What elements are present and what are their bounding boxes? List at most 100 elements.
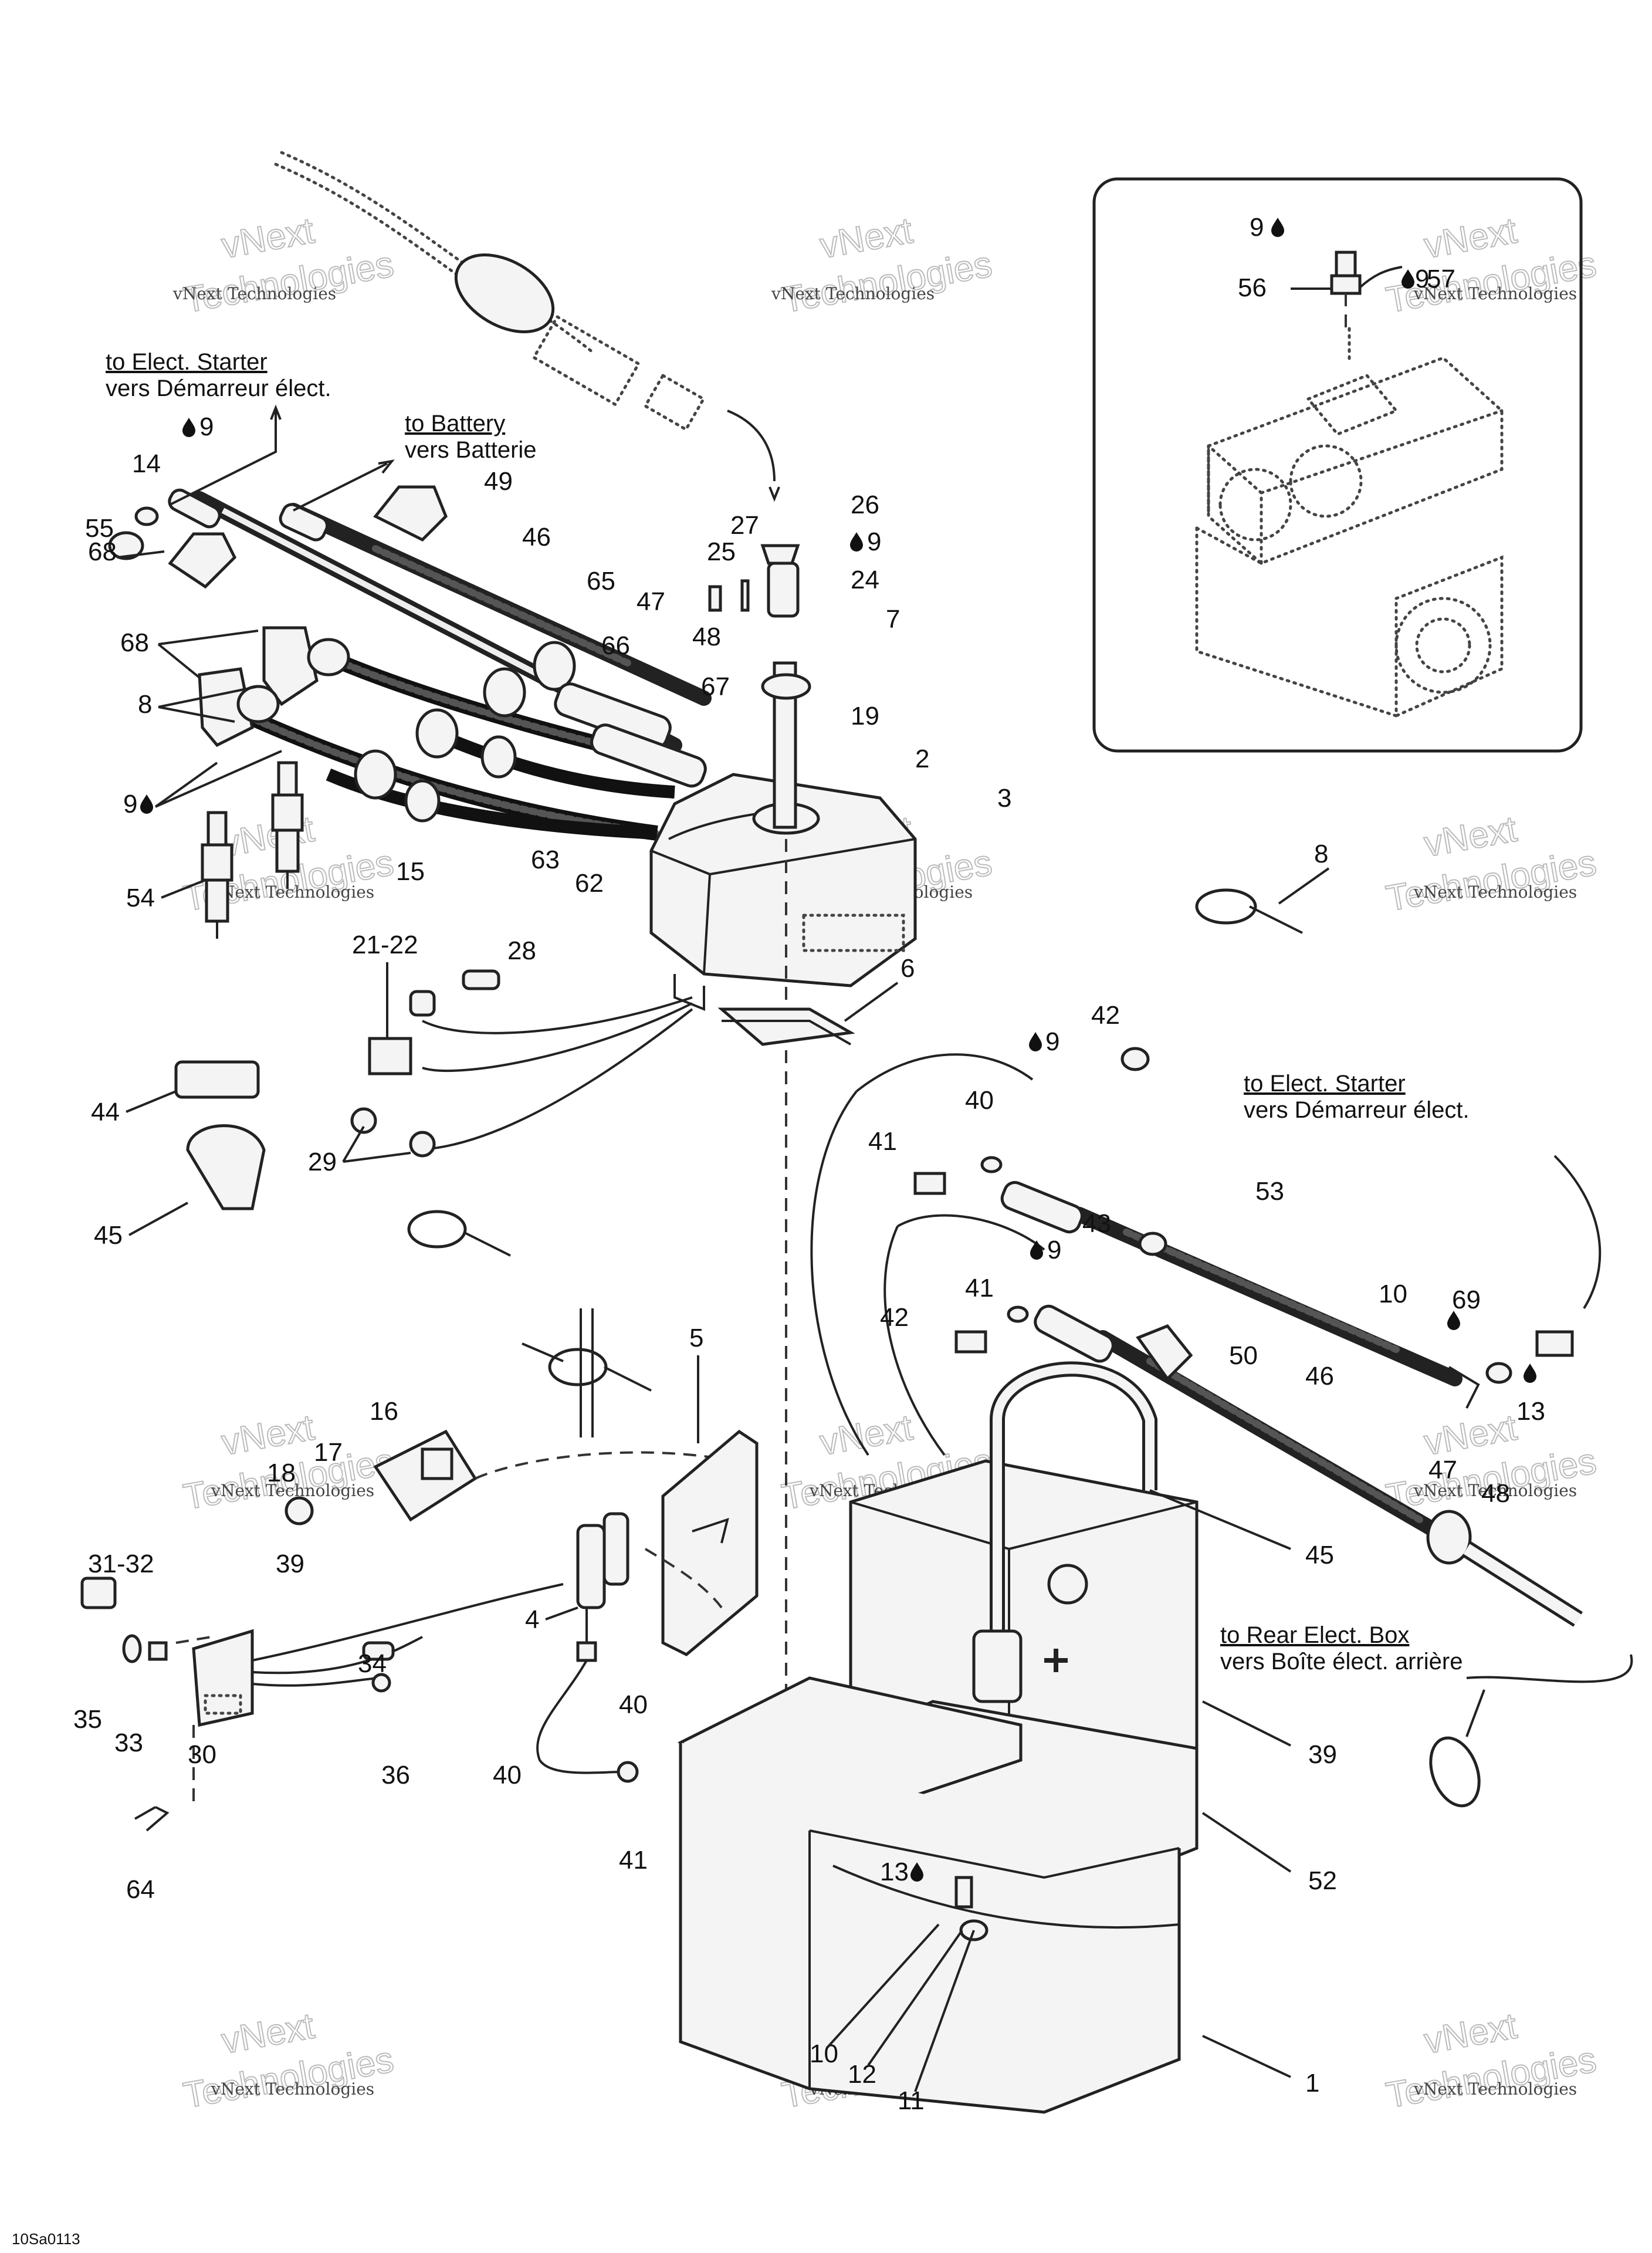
callout-56: 62 xyxy=(575,869,604,898)
watermark-big-1: vNext xyxy=(817,211,916,266)
callout-50: 52 xyxy=(1308,1866,1337,1895)
battery-cable-46 xyxy=(279,503,712,706)
callout-9: 9 xyxy=(123,790,137,818)
note-text: vers Démarreur élect. xyxy=(106,376,331,401)
bolt xyxy=(1535,1330,1574,1357)
ignition-leads xyxy=(198,626,707,841)
clamp xyxy=(174,1060,260,1099)
callout-15: 15 xyxy=(396,857,425,886)
callout-49: 49 xyxy=(484,467,513,496)
watermark-big-1: vNext xyxy=(1421,1408,1520,1463)
callout-2: 2 xyxy=(915,745,929,773)
watermark-big-2: Technologies xyxy=(1383,2039,1599,2116)
watermark-big-1: vNext xyxy=(219,211,317,266)
callout-9: 9 xyxy=(1415,265,1429,293)
callout-13: 13 xyxy=(880,1858,909,1886)
cable-route xyxy=(883,1226,946,1456)
drop-icon xyxy=(1271,218,1284,237)
note-to-elect-starter-1: to Elect. Starter vers Démarreur élect. xyxy=(106,349,331,506)
drawing-code: 10Sa0113 xyxy=(12,2230,80,2248)
callout-17: 17 xyxy=(314,1438,343,1467)
callout-40: 40 xyxy=(965,1086,994,1115)
watermark-big-2: Technologies xyxy=(181,2039,397,2116)
callout-60: 66 xyxy=(601,631,630,660)
watermark-text: vNext Technologies xyxy=(211,1481,374,1500)
watermark-big-1: vNext xyxy=(817,1408,916,1463)
callout-49: 50 xyxy=(1229,1341,1258,1370)
callout-57: 63 xyxy=(531,845,560,874)
callout-55: 57 xyxy=(1427,265,1455,293)
callout-18: 18 xyxy=(267,1459,296,1487)
callout-54: 56 xyxy=(1238,273,1267,302)
callout-34: 36 xyxy=(381,1761,410,1789)
note-text: vers Batterie xyxy=(405,437,537,463)
callout-41: 42 xyxy=(880,1303,909,1332)
callout-36: 40 xyxy=(493,1761,522,1789)
callout-19: 19 xyxy=(851,702,879,730)
callout-14: 14 xyxy=(132,449,161,478)
spark-plug-icon xyxy=(201,811,233,939)
callout-45: 45 xyxy=(94,1221,123,1250)
screw xyxy=(708,585,722,612)
watermark-big-2: Technologies xyxy=(1383,843,1599,919)
callout-9: 9 xyxy=(199,412,214,441)
tie-wrap-icon xyxy=(1429,1689,1485,1808)
callout-53: 55 xyxy=(85,514,114,543)
note-to-battery: to Battery vers Batterie xyxy=(293,411,537,512)
callout-37: 40 xyxy=(619,1690,648,1719)
tie-wrap-icon xyxy=(548,1308,652,1437)
drop-icon xyxy=(1029,1032,1042,1051)
washer xyxy=(1007,1305,1029,1323)
drop-icon xyxy=(182,418,195,437)
note-text: vers Démarreur élect. xyxy=(1244,1097,1470,1123)
callout-58: 64 xyxy=(126,1875,155,1904)
note-text: to Elect. Starter xyxy=(1244,1071,1406,1097)
callout-46: 46 xyxy=(1305,1362,1334,1391)
callout-47: 47 xyxy=(637,587,665,616)
sensor-harness xyxy=(350,969,693,1158)
watermark-text: vNext Technologies xyxy=(172,284,336,303)
callout-13: 13 xyxy=(1516,1397,1545,1426)
callout-9: 9 xyxy=(1047,1236,1061,1264)
callouts: 9 56 9 57 9 14 55 68 25 27 26 9 24 49 46… xyxy=(73,213,1545,2115)
note-to-rear-box: to Rear Elect. Box vers Boîte élect. arr… xyxy=(1220,1622,1463,1674)
tie-wrap-icon xyxy=(1195,888,1303,934)
callout-27: 29 xyxy=(308,1148,337,1176)
callout-30: 33 xyxy=(114,1728,143,1757)
callout-8: 8 xyxy=(1314,840,1328,868)
cable-cap xyxy=(1136,1324,1193,1381)
note-to-elect-starter-2: to Elect. Starter vers Démarreur élect. xyxy=(1244,1071,1470,1123)
watermark-big-1: vNext xyxy=(219,1408,317,1463)
watermark-big-2: Technologies xyxy=(181,244,397,321)
drop-icon xyxy=(1030,1240,1043,1260)
pad xyxy=(717,1007,855,1046)
callout-21-22: 21-22 xyxy=(352,931,418,959)
callout-28: 30 xyxy=(188,1740,216,1769)
bolt xyxy=(954,1330,987,1354)
watermark-text: vNext Technologies xyxy=(1413,1481,1577,1500)
callout-48: 48 xyxy=(1481,1479,1510,1508)
bolt xyxy=(913,1172,946,1195)
drop-icon xyxy=(1402,269,1414,289)
callout-43: 45 xyxy=(1305,1541,1334,1569)
callout-51: 53 xyxy=(1255,1177,1284,1206)
callout-39: 39 xyxy=(1308,1740,1337,1769)
callout-40: 41 xyxy=(965,1274,994,1303)
bracket xyxy=(186,1124,266,1210)
watermark-big-1: vNext xyxy=(1421,211,1520,266)
callout-10: 10 xyxy=(810,2039,838,2068)
callout-9: 9 xyxy=(1045,1027,1059,1056)
callout-24: 26 xyxy=(851,490,879,519)
callout-59: 65 xyxy=(587,567,615,596)
callout-29: 31-32 xyxy=(88,1550,154,1578)
callout-44: 44 xyxy=(91,1098,120,1126)
callout-9: 10 xyxy=(1379,1280,1407,1308)
note-text: to Battery xyxy=(405,411,505,437)
note-text: vers Boîte élect. arrière xyxy=(1220,1649,1463,1674)
engine-inset xyxy=(1092,177,1583,753)
callout-12: 12 xyxy=(848,2060,876,2089)
starter-relay xyxy=(373,1429,734,1522)
watermark-text: vNext Technologies xyxy=(1413,2079,1577,2099)
callout-7: 7 xyxy=(886,605,900,634)
